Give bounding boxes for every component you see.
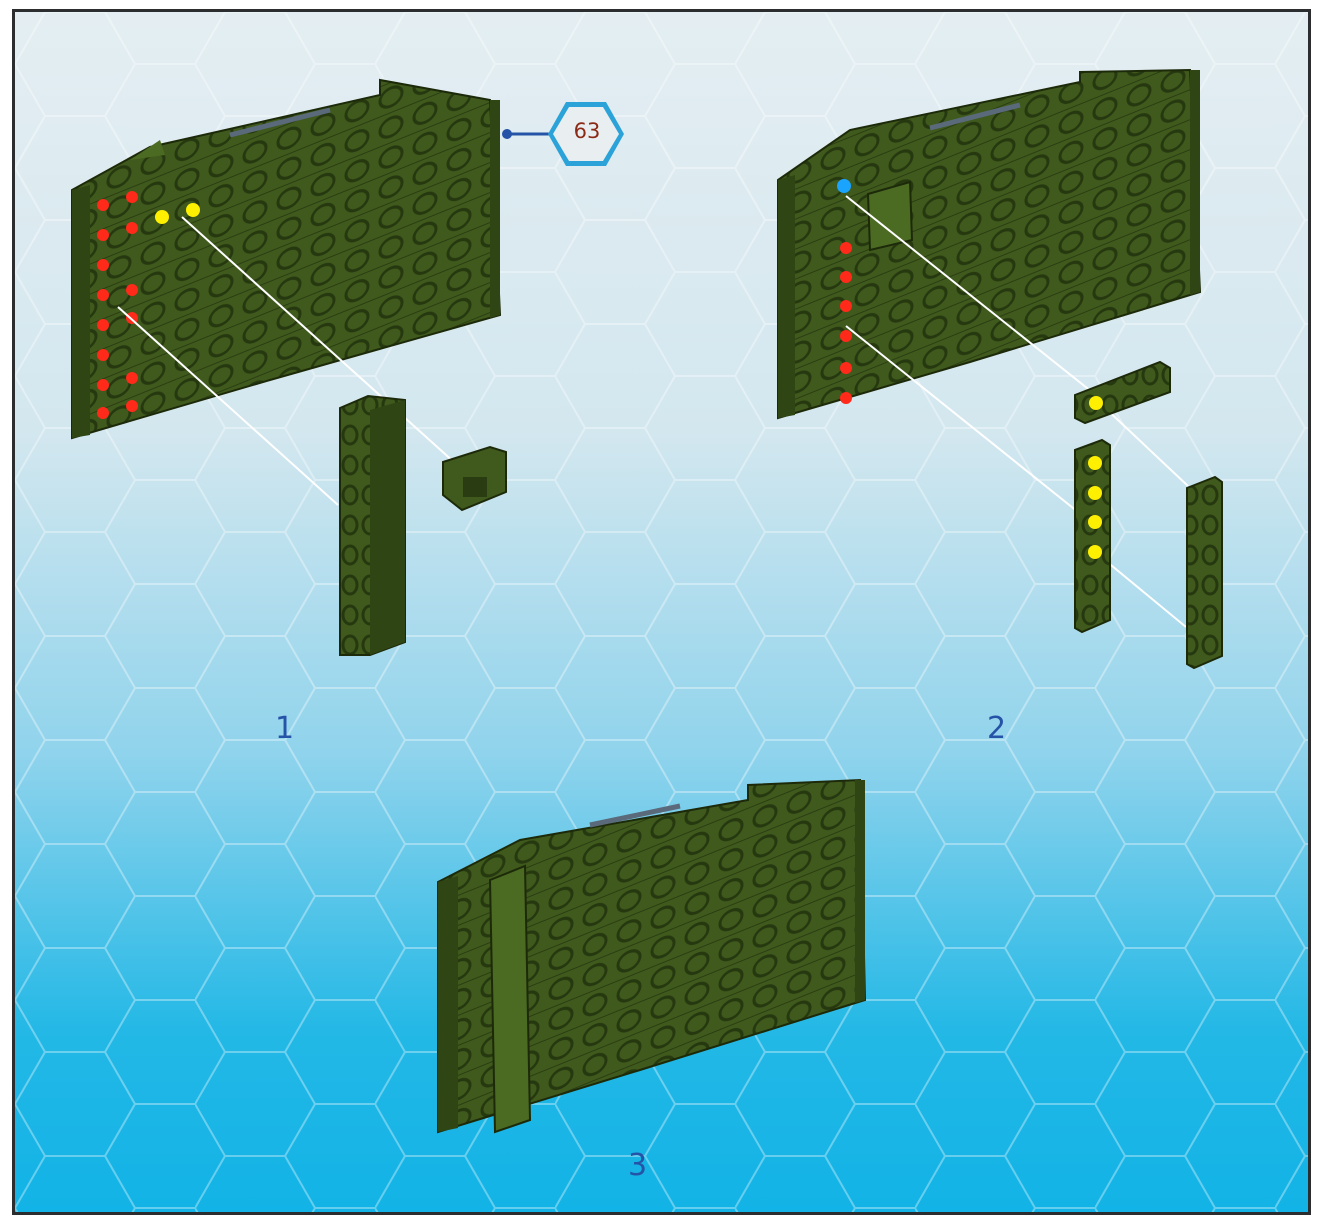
step-1-wall-panel xyxy=(72,80,500,438)
step-1-plate-1x8 xyxy=(340,396,405,655)
step-2-plate-1x4 xyxy=(1075,362,1170,423)
step-1-slope-brick xyxy=(443,447,506,510)
step-2-plate-1x6 xyxy=(1187,477,1222,668)
step-3-label: 3 xyxy=(628,1148,647,1183)
step-2-label: 2 xyxy=(987,711,1006,746)
step-3-completed-panel xyxy=(438,780,865,1132)
page-number: 63 xyxy=(557,119,617,143)
step-2-plate-1x6-yellow xyxy=(1075,440,1110,632)
step-1-label: 1 xyxy=(275,711,294,746)
